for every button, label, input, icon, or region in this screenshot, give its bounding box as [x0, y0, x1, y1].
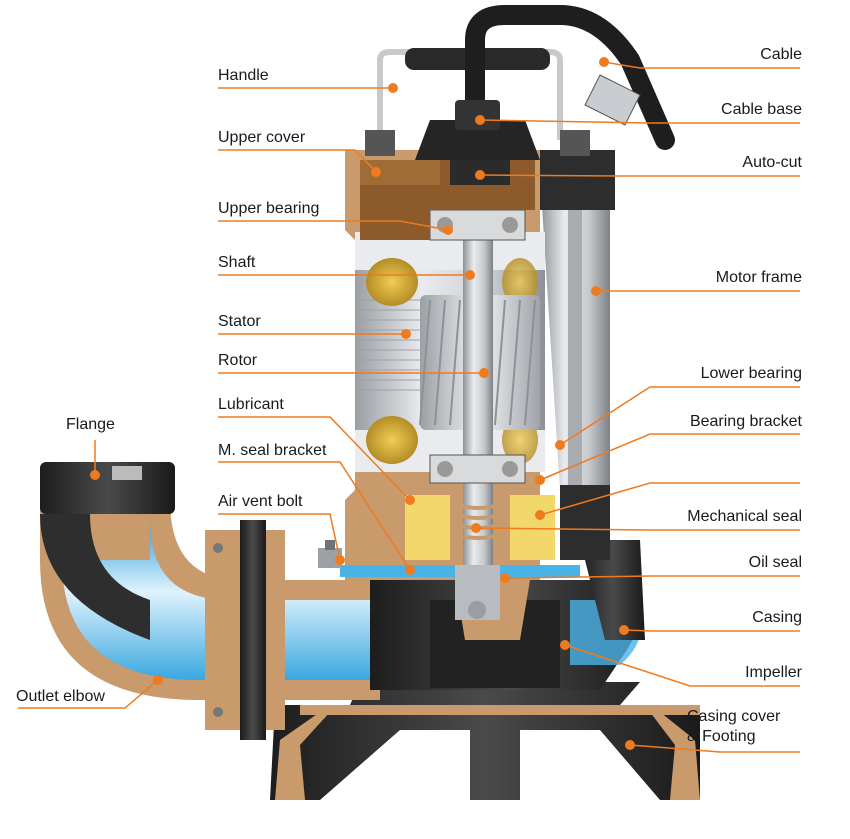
label-outlet-elbow: Outlet elbow: [16, 688, 105, 705]
label-cable: Cable: [760, 46, 802, 63]
outlet-elbow: [40, 462, 380, 740]
label-auto-cut: Auto-cut: [742, 154, 802, 171]
label-stator: Stator: [218, 313, 261, 330]
label-impeller: Impeller: [745, 664, 802, 681]
label-upper-bearing: Upper bearing: [218, 200, 320, 217]
label-rotor: Rotor: [218, 352, 258, 369]
leader-dots: [90, 57, 635, 750]
footing: [270, 682, 700, 800]
motor-body: [340, 150, 580, 620]
label-lower-bearing: Lower bearing: [700, 365, 802, 382]
label-oil-seal: Oil seal: [748, 554, 802, 571]
label-m-seal-bracket: M. seal bracket: [218, 442, 327, 459]
label-flange: Flange: [66, 416, 115, 433]
label-bearing-bracket: Bearing bracket: [689, 413, 802, 430]
label-casing: Casing: [752, 609, 802, 626]
label-upper-cover: Upper cover: [218, 129, 306, 146]
casing: [370, 540, 645, 690]
leader-lines: [18, 61, 800, 753]
label-lubricant: Lubricant: [218, 396, 284, 413]
motor-frame: [540, 150, 615, 560]
label-casing-cover-footing: Casing cover & Footing: [687, 708, 781, 745]
label-handle: Handle: [218, 67, 269, 84]
label-shaft: Shaft: [218, 254, 256, 271]
cable-assembly: [415, 5, 675, 185]
label-mechanical-seal: Mechanical seal: [687, 508, 802, 525]
label-motor-frame: Motor frame: [715, 269, 802, 286]
label-air-vent-bolt: Air vent bolt: [218, 493, 303, 510]
label-cable-base: Cable base: [721, 101, 802, 118]
